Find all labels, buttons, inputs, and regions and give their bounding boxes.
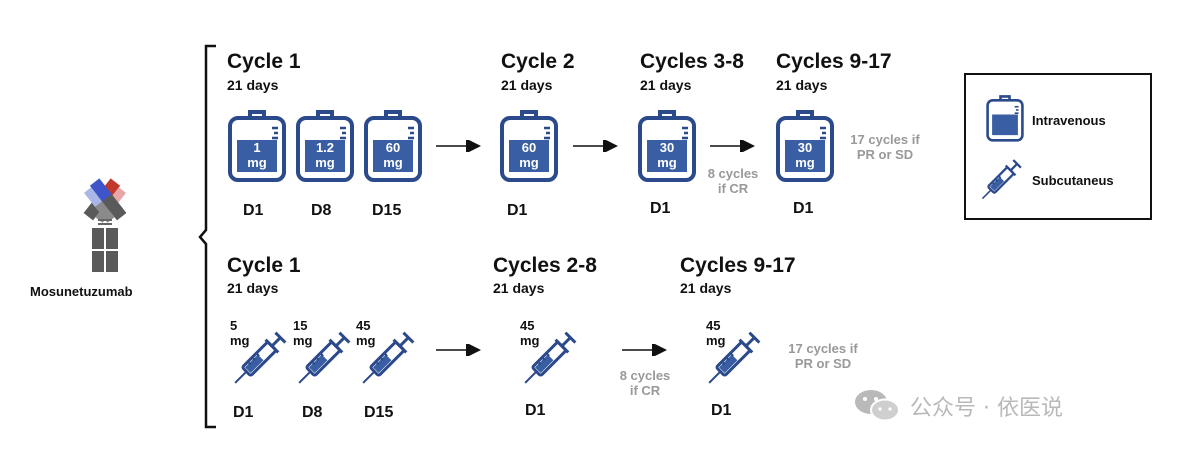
legend: Intravenous Subcutaneus [964,73,1152,220]
note-line: if CR [717,181,749,196]
note-line: 17 cycles if [788,341,858,356]
dose-amount: 45 [356,318,371,333]
sc-note-mid: 8 cycles if CR [610,368,680,398]
iv-note-mid: 8 cycles if CR [698,166,768,196]
syringe-icon [980,157,1024,201]
dose-unit: mg [247,155,267,170]
sc-day-label: D8 [302,404,323,421]
dose-unit: mg [356,333,376,348]
dose-unit: mg [315,155,335,170]
iv-bag-icon [986,95,1024,142]
sc-day-label: D15 [364,404,394,421]
sc-cycle1-duration: 21 days [227,280,279,296]
iv-day-label: D1 [243,202,264,219]
dose-unit: mg [383,155,403,170]
dose-amount: 1 [253,140,261,155]
dose-amount: 30 [797,140,813,155]
dose-unit: mg [795,155,815,170]
dose-unit: mg [520,333,540,348]
sc-cycle3-title: Cycles 9-17 [680,254,796,277]
iv-cycle3-title: Cycles 3-8 [640,50,744,73]
iv-cycle2-duration: 21 days [501,77,553,93]
arrow-icon [710,140,755,152]
sc-day-label: D1 [711,402,732,419]
note-line: PR or SD [856,147,914,162]
sc-note-end: 17 cycles if PR or SD [780,341,866,371]
sc-cycle3-duration: 21 days [680,280,732,296]
iv-day-label: D1 [650,200,671,217]
syringe-icon [360,329,417,386]
note-line: 8 cycles [619,368,671,383]
dose-amount: 45 [706,318,721,333]
dose-unit: mg [230,333,250,348]
iv-day-label: D15 [372,202,402,219]
iv-cycle1-title: Cycle 1 [227,50,301,73]
iv-cycle2-title: Cycle 2 [501,50,575,73]
dose-amount: 60 [521,140,537,155]
note-line: 17 cycles if [850,132,920,147]
arrow-icon [436,140,481,152]
sc-cycle2-duration: 21 days [493,280,545,296]
dose-unit: mg [657,155,677,170]
legend-iv-label: Intravenous [1032,113,1106,128]
iv-cycle1-duration: 21 days [227,77,279,93]
sc-day-label: D1 [233,404,254,421]
iv-day-label: D1 [793,200,814,217]
dose-unit: mg [519,155,539,170]
dose-amount: 1.2 [315,140,335,155]
bracket [198,44,216,429]
note-line: 8 cycles [707,166,759,181]
dose-unit: mg [706,333,726,348]
arrow-icon [622,344,667,356]
dose-amount: 15 [293,318,308,333]
sc-cycle2-title: Cycles 2-8 [493,254,597,277]
legend-sc-label: Subcutaneus [1032,173,1114,188]
watermark-text: 公众号 · 依医说 [910,396,1063,421]
drug-name: Mosunetuzumab [30,284,133,299]
dose-amount: 5 [230,318,238,333]
iv-day-label: D1 [507,202,528,219]
dose-amount: 30 [659,140,675,155]
arrow-icon [436,344,481,356]
iv-cycle3-duration: 21 days [640,77,692,93]
sc-cycle1-title: Cycle 1 [227,254,301,277]
syringe-icon [296,329,353,386]
iv-note-end: 17 cycles if PR or SD [842,132,928,162]
syringe-icon [706,329,763,386]
iv-cycle4-duration: 21 days [776,77,828,93]
note-line: if CR [629,383,661,398]
iv-day-label: D8 [311,202,332,219]
dose-amount: 60 [385,140,401,155]
wechat-icon [855,390,900,422]
dose-unit: mg [293,333,313,348]
arrow-icon [573,140,618,152]
antibody-icon [83,178,127,272]
syringe-icon [232,329,289,386]
dose-amount: 45 [520,318,535,333]
note-line: PR or SD [794,356,852,371]
sc-day-label: D1 [525,402,546,419]
syringe-icon [522,329,579,386]
iv-cycle4-title: Cycles 9-17 [776,50,892,73]
